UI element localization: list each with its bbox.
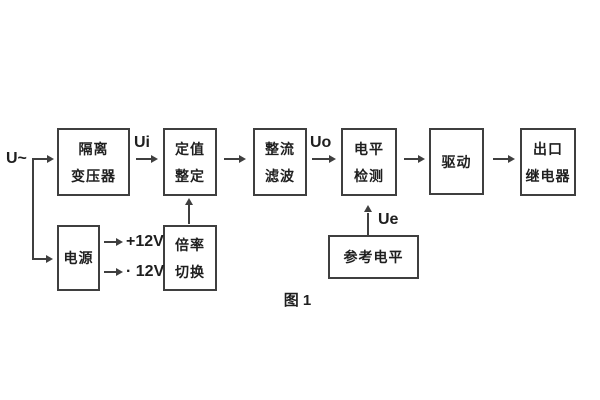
block-output-relay: 出口 继电器 (520, 128, 576, 196)
connector-line (104, 241, 116, 243)
arrow-right-icon (239, 155, 246, 163)
block-isolation-transformer: 隔离 变压器 (57, 128, 130, 196)
block-label: 定值 (175, 140, 205, 157)
connector-line (367, 213, 369, 235)
block-power: 电源 (57, 225, 100, 291)
arrow-right-icon (508, 155, 515, 163)
block-ratio-switch: 倍率 切换 (163, 225, 217, 291)
block-label: 变压器 (71, 167, 116, 184)
arrow-up-icon (364, 205, 372, 212)
connector-line (188, 205, 190, 224)
connector-line (32, 258, 46, 260)
input-signal-label: U~ (6, 150, 27, 167)
figure-caption: 图 1 (283, 292, 312, 309)
block-label: 电平 (354, 140, 384, 157)
block-label: 滤波 (265, 167, 295, 184)
block-rectify-filter: 整流 滤波 (253, 128, 307, 196)
arrow-right-icon (151, 155, 158, 163)
block-label: 电源 (63, 250, 94, 266)
signal-label-ui: Ui (134, 134, 150, 151)
arrow-right-icon (46, 255, 53, 263)
block-drive: 驱动 (429, 128, 484, 195)
block-label: 驱动 (441, 153, 472, 170)
connector-line (493, 158, 508, 160)
arrow-right-icon (116, 268, 123, 276)
signal-label-uo: Uo (310, 134, 332, 151)
connector-line (104, 271, 116, 273)
signal-label-minus-12v: · 12V (126, 263, 165, 280)
connector-line (312, 158, 329, 160)
signal-label-plus-12v: +12V (126, 233, 164, 250)
arrow-right-icon (418, 155, 425, 163)
block-label: 整流 (265, 140, 295, 157)
block-label: 出口 (533, 140, 563, 157)
block-reference-level: 参考电平 (328, 235, 419, 279)
connector-line (224, 158, 239, 160)
arrow-right-icon (47, 155, 54, 163)
block-label: 参考电平 (343, 249, 404, 265)
block-label: 隔离 (78, 140, 109, 157)
connector-line (33, 158, 47, 160)
arrow-right-icon (116, 238, 123, 246)
block-label: 继电器 (525, 167, 571, 184)
block-label: 切换 (175, 263, 205, 280)
block-level-detect: 电平 检测 (341, 128, 397, 196)
arrow-up-icon (185, 198, 193, 205)
block-label: 整定 (175, 167, 205, 184)
connector-line (136, 158, 151, 160)
block-label: 检测 (354, 167, 384, 184)
connector-line (32, 158, 34, 260)
signal-label-ue: Ue (378, 211, 399, 228)
connector-line (404, 158, 418, 160)
block-value-setting: 定值 整定 (163, 128, 217, 196)
arrow-right-icon (329, 155, 336, 163)
block-label: 倍率 (175, 236, 205, 253)
